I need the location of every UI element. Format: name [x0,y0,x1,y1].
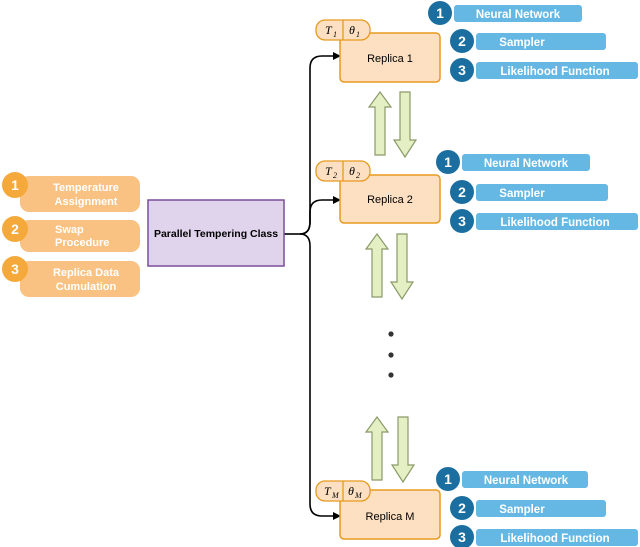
svg-text:3: 3 [458,213,466,229]
svg-text:T: T [324,484,332,498]
svg-text:3: 3 [11,261,19,277]
svg-text:Likelihood Function: Likelihood Function [500,66,609,78]
svg-text:Assignment: Assignment [55,196,118,208]
number-badge [428,1,452,25]
svg-text:Replica 1: Replica 1 [367,53,413,65]
ellipsis [388,331,394,378]
svg-text:2: 2 [458,33,466,49]
svg-text:M: M [354,491,363,500]
svg-text:Replica 2: Replica 2 [367,194,413,206]
left-item-1: 1 Temperature Assignment [2,172,140,212]
svg-text:Neural Network: Neural Network [484,475,569,487]
svg-text:2: 2 [333,171,337,180]
component-sampler: 2 Sampler [450,29,606,53]
svg-text:2: 2 [11,221,19,237]
svg-text:1: 1 [436,5,444,21]
svg-text:2: 2 [356,171,360,180]
svg-text:Cumulation: Cumulation [56,281,117,293]
svg-text:Likelihood Function: Likelihood Function [500,533,609,545]
number-badge [2,216,28,242]
svg-text:Replica M: Replica M [366,511,415,523]
svg-text:Procedure: Procedure [55,237,109,249]
up-arrow-icon [367,90,393,156]
up-arrow-icon [364,415,390,481]
component-likelihood-function: 3 Likelihood Function [450,58,638,82]
svg-text:M: M [331,491,340,500]
number-badge [450,525,474,547]
number-badge [436,467,460,491]
svg-text:Likelihood Function: Likelihood Function [500,217,609,229]
number-badge [450,209,474,233]
down-arrow-icon [389,233,415,301]
left-item-3: 3 Replica Data Cumulation [2,256,140,297]
down-arrow-icon [392,91,418,159]
svg-text:3: 3 [458,62,466,78]
swap-arrows-1-2 [367,90,418,159]
svg-text:T: T [325,23,333,37]
svg-text:θ: θ [348,484,354,498]
connectors [284,52,341,520]
svg-text:1: 1 [444,471,452,487]
component-neural-network: 1 Neural Network [428,1,582,25]
svg-text:1: 1 [356,30,360,39]
temperature-theta-tag: T 2 θ 2 [315,160,371,182]
number-badge [450,180,474,204]
down-arrow-icon [390,416,416,484]
number-badge [450,58,474,82]
svg-text:Temperature: Temperature [53,182,119,194]
replica-2: Replica 2 T 2 θ 2 [315,160,441,224]
up-arrow-icon [364,232,390,298]
left-item-2: 2 Swap Procedure [2,216,140,252]
svg-text:Sampler: Sampler [499,188,545,200]
component-neural-network: 1 Neural Network [436,150,590,174]
replica-m: Replica M T M θ M [315,480,441,540]
svg-text:2: 2 [458,184,466,200]
temperature-theta-tag: T M θ M [315,480,371,502]
component-sampler: 2 Sampler [450,496,606,520]
svg-text:θ: θ [349,164,355,178]
number-badge [2,256,28,282]
replica-m-components: 1 Neural Network 2 Sampler 3 Likelihood … [436,467,638,547]
component-likelihood-function: 3 Likelihood Function [450,525,638,547]
svg-text:Neural Network: Neural Network [476,9,561,21]
svg-text:Sampler: Sampler [499,37,545,49]
swap-arrows-to-m [364,415,416,484]
parallel-tempering-class-box: Parallel Tempering Class [147,199,285,267]
svg-text:1: 1 [11,177,19,193]
svg-text:1: 1 [333,30,337,39]
svg-text:Parallel Tempering Class: Parallel Tempering Class [154,228,278,240]
svg-text:2: 2 [458,500,466,516]
svg-text:1: 1 [444,154,452,170]
svg-text:Sampler: Sampler [499,504,545,516]
component-likelihood-function: 3 Likelihood Function [450,209,638,233]
number-badge [2,172,28,198]
number-badge [450,496,474,520]
component-neural-network: 1 Neural Network [436,467,588,491]
svg-text:θ: θ [349,23,355,37]
replica-2-components: 1 Neural Network 2 Sampler 3 Likelihood … [436,150,638,233]
number-badge [450,29,474,53]
svg-text:Neural Network: Neural Network [484,158,569,170]
svg-text:Swap: Swap [55,224,84,236]
replica-1: Replica 1 T 1 θ 1 [315,19,441,83]
replica-1-components: 1 Neural Network 2 Sampler 3 Likelihood … [428,1,638,82]
temperature-theta-tag: T 1 θ 1 [315,19,371,41]
svg-text:3: 3 [458,529,466,545]
component-sampler: 2 Sampler [450,180,608,204]
swap-arrows-2-3 [364,232,415,301]
svg-text:Replica Data: Replica Data [53,267,120,279]
svg-text:T: T [325,164,333,178]
number-badge [436,150,460,174]
